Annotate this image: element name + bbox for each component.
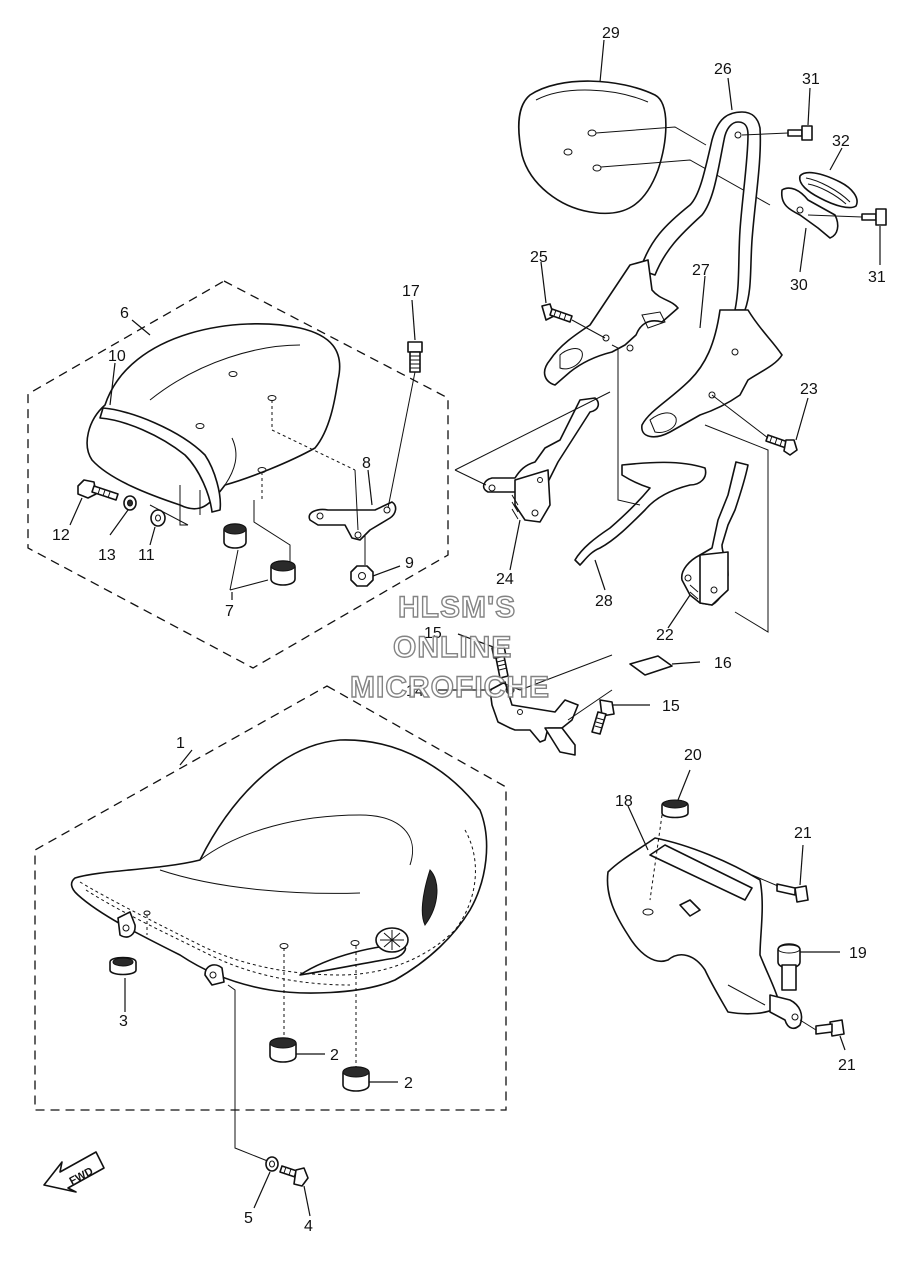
passenger-seat-group-outline [27, 280, 449, 669]
seat-lock-24 [482, 397, 600, 523]
callout-2b: 2 [404, 1075, 413, 1092]
callout-15a: 15 [424, 625, 442, 642]
fwd-arrow-icon: FWD [43, 1151, 105, 1193]
callout-24: 24 [496, 571, 514, 588]
callout-30: 30 [790, 277, 808, 294]
backrest-clamp-30 [780, 187, 839, 239]
rubber-grommet-2b [342, 1066, 370, 1092]
washer-11 [150, 509, 166, 527]
bolt-12 [77, 479, 119, 501]
leader-lines [69, 39, 881, 1217]
callout-7: 7 [225, 603, 234, 620]
backrest-side-bracket-right [641, 309, 783, 438]
callout-23: 23 [800, 381, 818, 398]
callout-2a: 2 [330, 1047, 339, 1064]
callout-17: 17 [402, 283, 420, 300]
callout-20: 20 [684, 747, 702, 764]
callout-21b: 21 [838, 1057, 856, 1074]
watermark-line-3: MICROFICHE [350, 671, 550, 704]
rubber-grommet-7b [270, 560, 296, 586]
callout-16: 16 [714, 655, 732, 672]
watermark: HLSM'S ONLINE MICROFICHE [349, 590, 550, 704]
main-seat-group-outline [34, 685, 507, 1111]
callout-14: 14 [406, 683, 424, 700]
seat-bolt-tab [204, 964, 225, 986]
callout-31a: 31 [802, 71, 820, 88]
callout-1: 1 [176, 735, 185, 752]
callout-26: 26 [714, 61, 732, 78]
rider-seat [70, 739, 488, 1070]
callout-21a: 21 [794, 825, 812, 842]
cover-plate-32 [798, 171, 858, 209]
bolt-23 [765, 434, 798, 456]
callout-10: 10 [108, 348, 126, 365]
bolt-17 [407, 341, 423, 373]
pad-16 [629, 655, 673, 676]
seat-bracket-8 [308, 501, 397, 541]
side-cover-18 [606, 814, 781, 1015]
bracket-tab-18 [769, 994, 803, 1030]
backrest-side-bracket-left [543, 259, 679, 386]
callout-31b: 31 [868, 269, 886, 286]
callout-18: 18 [615, 793, 633, 810]
callout-15b: 15 [662, 698, 680, 715]
grommet-20 [661, 799, 689, 819]
callout-8: 8 [362, 455, 371, 472]
passenger-seat [86, 323, 356, 526]
rubber-grommet-7a [223, 523, 247, 549]
bolt-15-upper [491, 645, 509, 679]
callout-32: 32 [832, 133, 850, 150]
release-lever-28 [574, 461, 707, 566]
callout-9: 9 [405, 555, 414, 572]
callout-4: 4 [304, 1218, 313, 1235]
callout-11: 11 [138, 547, 155, 564]
callout-13: 13 [98, 547, 116, 564]
seat-mount-tab [117, 911, 136, 938]
callout-28: 28 [595, 593, 613, 610]
callout-12: 12 [52, 527, 70, 544]
callout-labels: 1 2 2 3 4 5 6 7 8 9 10 11 12 13 14 15 15… [52, 25, 886, 1235]
collar-19 [777, 943, 801, 991]
callout-19: 19 [849, 945, 867, 962]
washer-5 [265, 1156, 279, 1172]
seat-lock-22 [680, 461, 749, 606]
lock-bracket-14 [489, 681, 579, 756]
bolt-31-upper [787, 125, 813, 141]
callout-3: 3 [119, 1013, 128, 1030]
callout-6: 6 [120, 305, 129, 322]
bolt-21-upper [776, 883, 809, 903]
bolt-31-lower [861, 208, 887, 226]
callout-25: 25 [530, 249, 548, 266]
watermark-line-2: ONLINE [393, 631, 512, 664]
bolt-4 [279, 1165, 309, 1187]
rubber-grommet-2a [269, 1037, 297, 1063]
washer-13 [123, 495, 137, 511]
damper-3 [109, 956, 137, 976]
callout-5: 5 [244, 1210, 253, 1227]
nut-9 [350, 565, 374, 587]
watermark-line-1: HLSM'S [398, 591, 516, 624]
bolt-21-lower [815, 1019, 845, 1037]
backrest-pad [517, 80, 667, 215]
callout-27: 27 [692, 262, 710, 279]
bolt-15-lower [591, 699, 615, 735]
callout-22: 22 [656, 627, 674, 644]
bolt-25 [541, 303, 573, 323]
callout-29: 29 [602, 25, 620, 42]
